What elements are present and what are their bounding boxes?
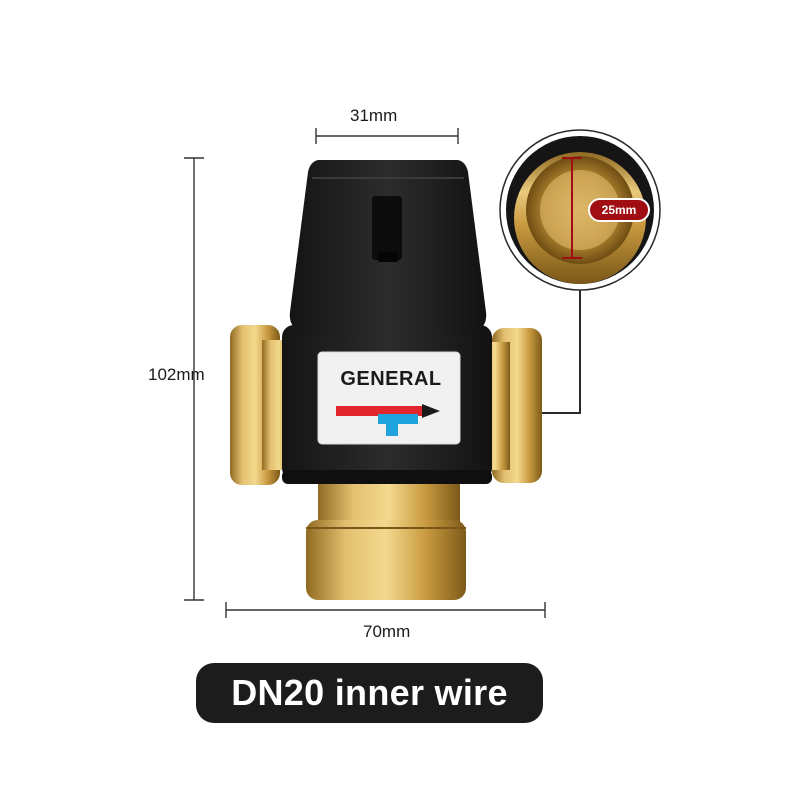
flow-arrow-icon <box>422 404 440 418</box>
bottom-brass-port <box>306 470 466 600</box>
inner-bore-inset <box>499 129 661 291</box>
brand-label: GENERAL <box>340 368 442 390</box>
callout-connector <box>542 290 581 414</box>
caption-banner: DN20 inner wire <box>196 663 543 723</box>
adjustment-cap <box>289 160 487 332</box>
dimension-height <box>184 157 204 601</box>
caption-text: DN20 inner wire <box>231 672 508 713</box>
top-width-label: 31mm <box>350 106 398 125</box>
bottom-width-label: 70mm <box>363 622 411 641</box>
inner-diameter-badge: 25mm <box>588 198 650 222</box>
brand-label-plate <box>317 351 461 445</box>
height-label: 102mm <box>148 365 205 384</box>
dimension-top-width <box>315 128 459 144</box>
hot-flow-bar <box>336 406 422 416</box>
dimension-bottom-width <box>225 602 546 618</box>
